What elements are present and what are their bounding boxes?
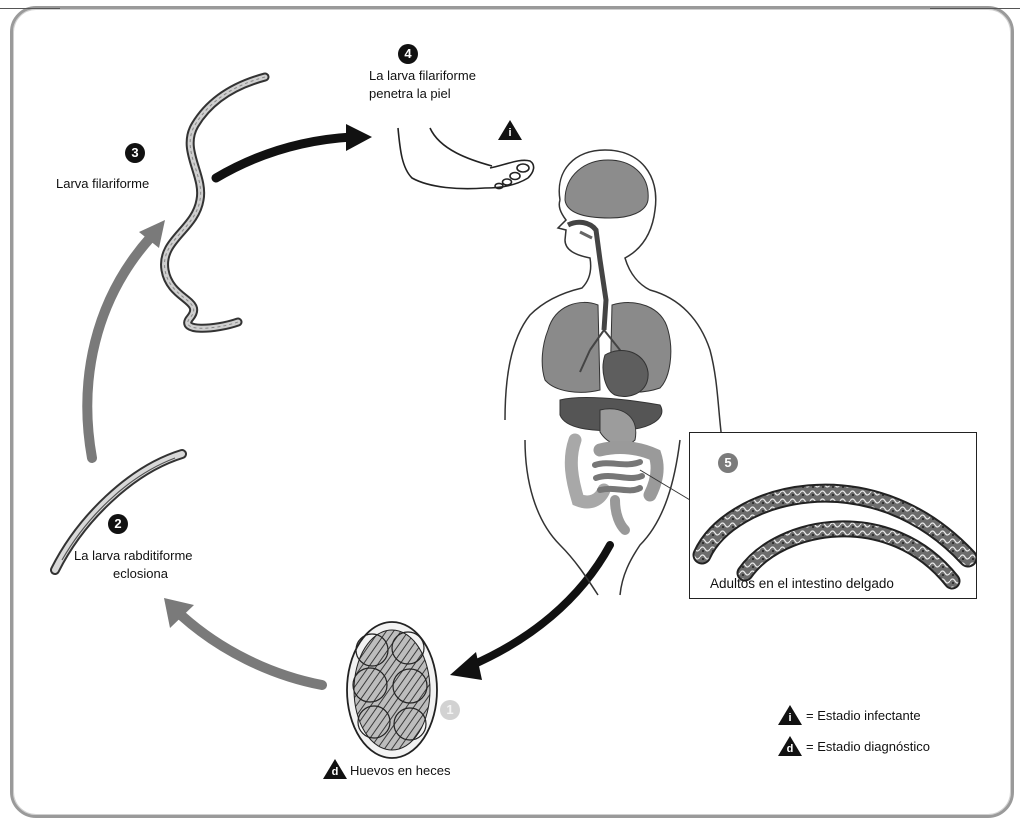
step-3-badge: 3 xyxy=(125,143,145,163)
legend-diagnostic-label: = Estadio diagnóstico xyxy=(806,739,930,755)
step-1-badge: 1 xyxy=(440,700,460,720)
filariform-larva xyxy=(165,77,265,328)
step-5-label: Adultos en el intestino delgado xyxy=(710,576,894,592)
step-5-badge: 5 xyxy=(718,453,738,473)
egg-cluster xyxy=(347,622,437,758)
arrow-2-to-3 xyxy=(87,220,165,458)
diagnostic-stage-marker: d xyxy=(323,759,347,779)
infective-stage-marker: i xyxy=(498,120,522,140)
legend-infective-symbol: i xyxy=(778,705,802,725)
arrow-5-to-1 xyxy=(450,545,610,680)
legend-diagnostic-symbol: d xyxy=(778,736,802,756)
step-2-label-line1: La larva rabditiforme xyxy=(74,548,193,564)
step-3-label: Larva filariforme xyxy=(56,176,149,192)
step-4-label-line1: La larva filariforme xyxy=(369,68,476,84)
step-2-label-line2: eclosiona xyxy=(113,566,168,582)
arrow-3-to-4 xyxy=(216,124,372,178)
adult-worms-panel: 5 Adultos en el intestino delgado xyxy=(689,432,977,599)
step-4-label-line2: penetra la piel xyxy=(369,86,451,102)
step-1-label: Huevos en heces xyxy=(350,763,450,779)
step-4-badge: 4 xyxy=(398,44,418,64)
arrow-1-to-2 xyxy=(164,598,322,685)
step-2-badge: 2 xyxy=(108,514,128,534)
legend-infective-label: = Estadio infectante xyxy=(806,708,921,724)
